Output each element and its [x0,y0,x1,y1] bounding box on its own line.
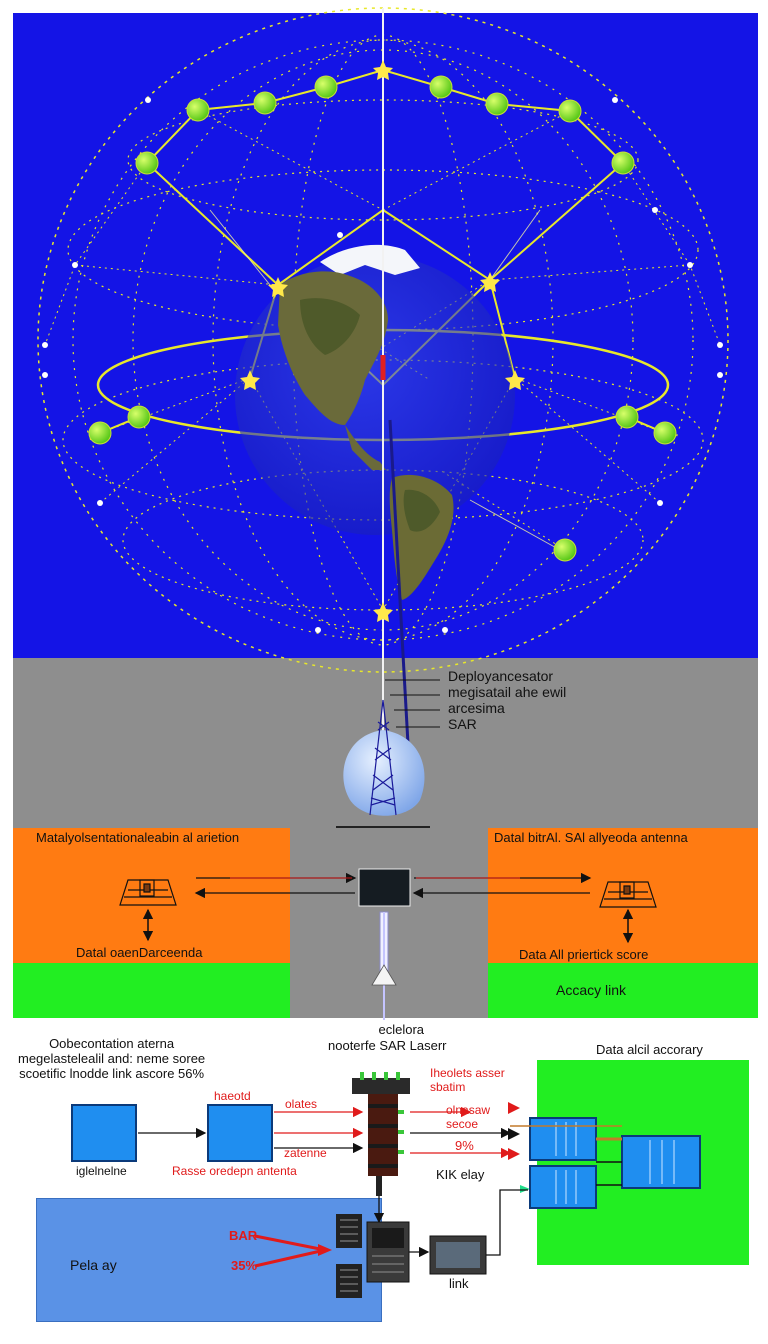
central-hub [358,868,411,907]
rack-top-label: Iheolets asser sbatim [430,1066,505,1094]
left-station-icon [119,879,177,906]
satellite-icon [186,98,210,122]
rack-label-line: Iheolets asser [430,1066,505,1080]
accuracy-servers [510,1117,701,1209]
star-icon [373,602,393,622]
rack-label-line: olnasaw [446,1103,491,1117]
note-line: scoetific lnodde link ascore 56% [19,1066,205,1081]
satellite-icon [314,75,338,99]
laser-label-line: nooterfe SAR Laserr [328,1038,447,1053]
satellite-icon [127,405,151,429]
bottom-flow [71,1072,701,1298]
right-link-label: Accacy link [556,982,627,998]
mast-label: Deployancesator megisatail ahe ewil arce… [448,668,566,732]
receiver-module-box [207,1104,273,1162]
percent-label: 35% [231,1258,258,1273]
mast-label-line: Deployancesator [448,668,554,684]
star-icon [373,60,393,80]
relay-red-arrows [254,1234,326,1268]
satellite-nodes [88,75,677,562]
star-icon [268,277,288,297]
mast-label-leaders [385,679,440,728]
mast-label-line: SAR [448,716,477,732]
laser-rocket-icon [371,911,397,1020]
link-label: link [449,1276,469,1291]
ground-link-line [388,419,412,781]
relay-box-label: Pela ay [70,1257,117,1273]
receiver-bottom-label: Rasse oredepn antenta [172,1164,297,1178]
relay-equipment [336,1189,528,1298]
rack-label-line: secoe [446,1117,479,1131]
kik-relay-label: KIK elay [436,1167,485,1182]
satellite-icon [253,91,277,115]
receiver-top-label: haeotd [214,1089,251,1103]
star-icon [240,370,260,390]
bar-label: BAR [229,1228,258,1243]
left-link-panel [13,963,290,1018]
laser-label: eclelora nooterfe SAR Laserr [328,1022,447,1054]
relay-rack [352,1072,410,1196]
satellite-icon [558,99,582,123]
input-module-box [71,1104,137,1162]
right-station-title: Datal bitrAl. SAl allyeoda antenna [494,830,688,845]
satellite-icon [653,421,677,445]
satellite-icon [611,151,635,175]
rack-percent-label: 9% [455,1138,474,1153]
right-link-panel [488,963,758,1018]
star-icon [505,370,525,390]
note-line: megelastelealil and: neme soree [18,1051,206,1066]
link-lower-label: zatenne [284,1146,327,1160]
right-station-icon [599,881,657,908]
satellite-icon [135,151,159,175]
link-upper-label: olates [285,1097,318,1111]
mast-label-line: arcesima [448,700,505,716]
rack-mid-label: olnasaw secoe [446,1103,490,1131]
input-module-label: iglelnelne [76,1164,127,1178]
relay-star-nodes [240,60,525,622]
small-node-dots [42,97,723,633]
rack-label-line: sbatim [430,1080,466,1094]
satellite-icon [485,92,509,116]
left-station-title: Matalyolsentationaleabin al arietion [36,830,240,845]
left-station-caption: Datal oaenDarceenda [76,945,203,960]
satellite-icon [553,538,577,562]
satellite-icon [88,421,112,445]
accuracy-box-title: Data alcil accorary [596,1042,703,1057]
satellite-icon [615,405,639,429]
earth-globe [235,244,515,600]
bottom-left-note: Oobecontation aterna megelastelealil and… [18,1036,205,1081]
star-icon [480,272,500,292]
right-station-caption: Data All priertick score [519,947,649,962]
mast-label-line: megisatail ahe ewil [448,684,567,700]
satellite-icon [429,75,453,99]
laser-label-line: eclelora [378,1022,425,1037]
note-line: Oobecontation aterna [49,1036,175,1051]
radome-antenna [336,699,430,828]
